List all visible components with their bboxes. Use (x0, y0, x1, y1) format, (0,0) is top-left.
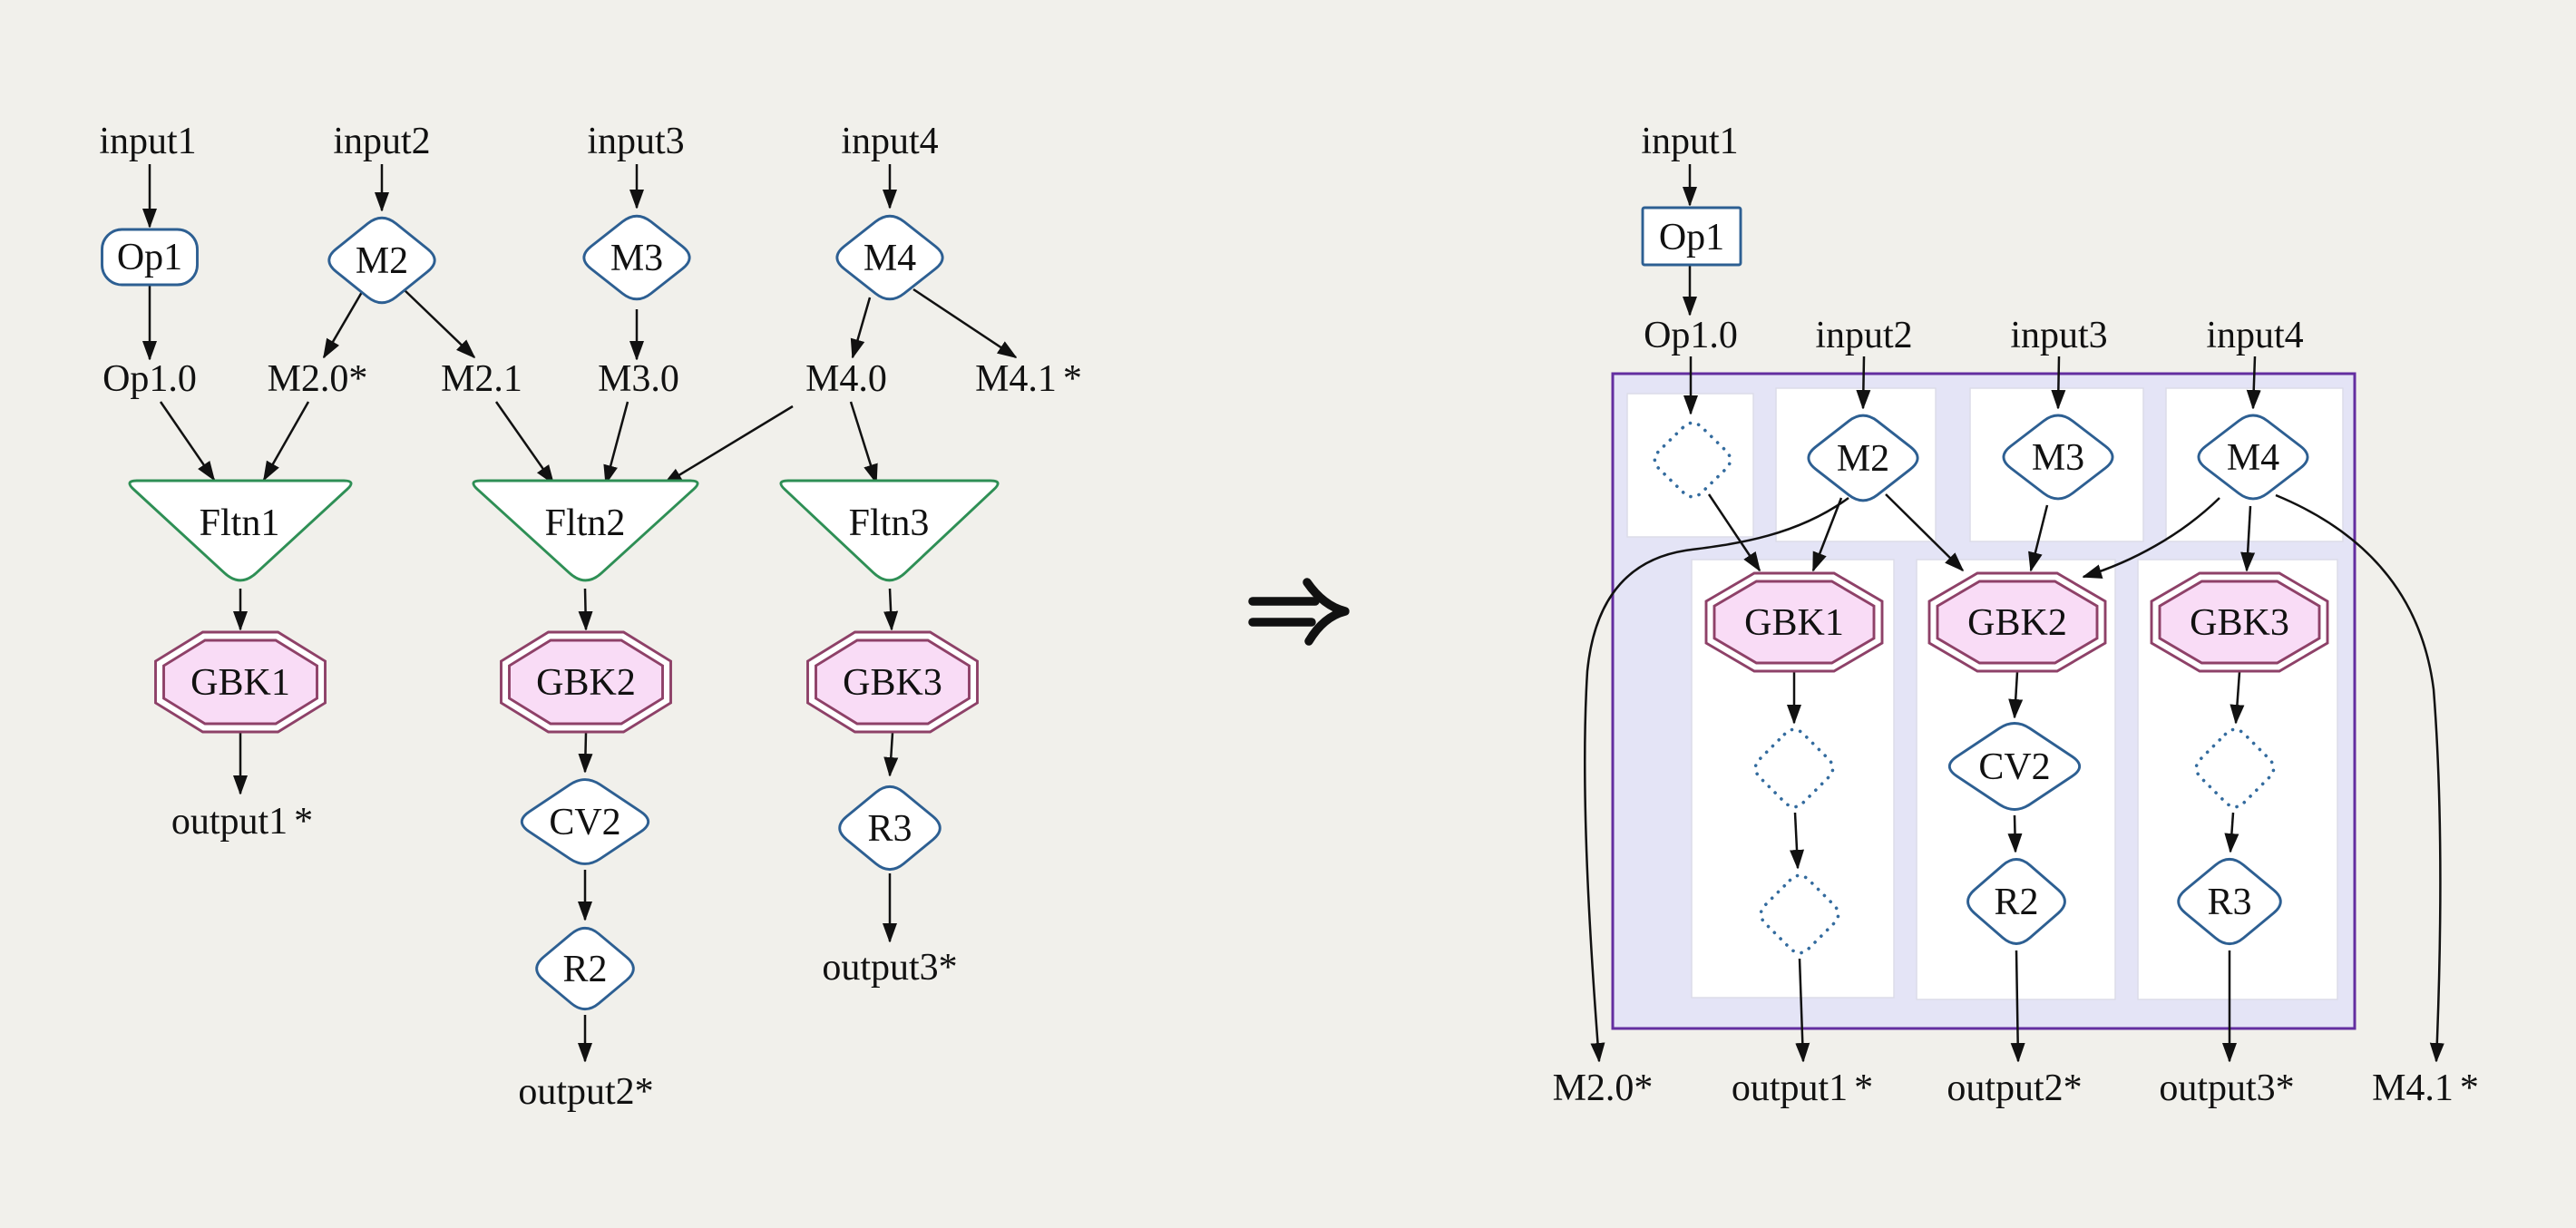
svg-text:input4: input4 (841, 121, 938, 162)
svg-text:M4.0: M4.0 (805, 358, 887, 400)
svg-text:M2: M2 (356, 240, 408, 282)
svg-text:output2*: output2* (1947, 1067, 2082, 1109)
svg-text:GBK1: GBK1 (190, 662, 290, 704)
svg-text:M4: M4 (2227, 437, 2279, 479)
svg-text:M3: M3 (2032, 437, 2084, 479)
svg-text:GBK1: GBK1 (1744, 602, 1844, 644)
svg-text:GBK2: GBK2 (536, 662, 636, 704)
svg-text:M4.1*: M4.1* (2372, 1067, 2479, 1109)
svg-text:input2: input2 (1815, 315, 1912, 356)
svg-text:CV2: CV2 (549, 802, 620, 843)
svg-text:input4: input4 (2206, 315, 2303, 356)
svg-text:GBK2: GBK2 (1967, 602, 2067, 644)
svg-text:output2*: output2* (518, 1071, 653, 1113)
svg-text:output3*: output3* (2159, 1067, 2294, 1109)
svg-text:M2.1: M2.1 (441, 358, 522, 400)
svg-text:input2: input2 (333, 121, 430, 162)
svg-text:R2: R2 (562, 949, 607, 990)
svg-text:CV2: CV2 (1978, 746, 2050, 788)
svg-text:M2.0*: M2.0* (1553, 1067, 1654, 1109)
svg-text:Op1.0: Op1.0 (1644, 315, 1738, 356)
svg-text:GBK3: GBK3 (843, 662, 942, 704)
svg-text:R3: R3 (867, 808, 912, 850)
svg-text:GBK3: GBK3 (2190, 602, 2289, 644)
svg-text:input1: input1 (1641, 121, 1738, 162)
svg-text:M4: M4 (864, 238, 916, 279)
svg-text:Op1.0: Op1.0 (102, 358, 197, 400)
svg-text:Op1: Op1 (117, 237, 182, 278)
svg-text:Fltn1: Fltn1 (200, 502, 280, 544)
svg-text:Op1: Op1 (1659, 217, 1724, 258)
svg-text:Fltn2: Fltn2 (545, 502, 626, 544)
svg-text:R2: R2 (1994, 882, 2038, 923)
svg-text:R3: R3 (2207, 882, 2251, 923)
svg-text:input1: input1 (99, 121, 196, 162)
svg-text:M3.0: M3.0 (598, 358, 679, 400)
svg-text:input3: input3 (2010, 315, 2107, 356)
svg-text:output3*: output3* (822, 947, 957, 989)
svg-text:M4.1*: M4.1* (975, 358, 1082, 400)
svg-text:M3: M3 (610, 238, 663, 279)
svg-text:M2: M2 (1837, 438, 1889, 480)
svg-text:M2.0*: M2.0* (268, 358, 368, 400)
svg-text:Fltn3: Fltn3 (849, 502, 930, 544)
svg-text:input3: input3 (587, 121, 684, 162)
